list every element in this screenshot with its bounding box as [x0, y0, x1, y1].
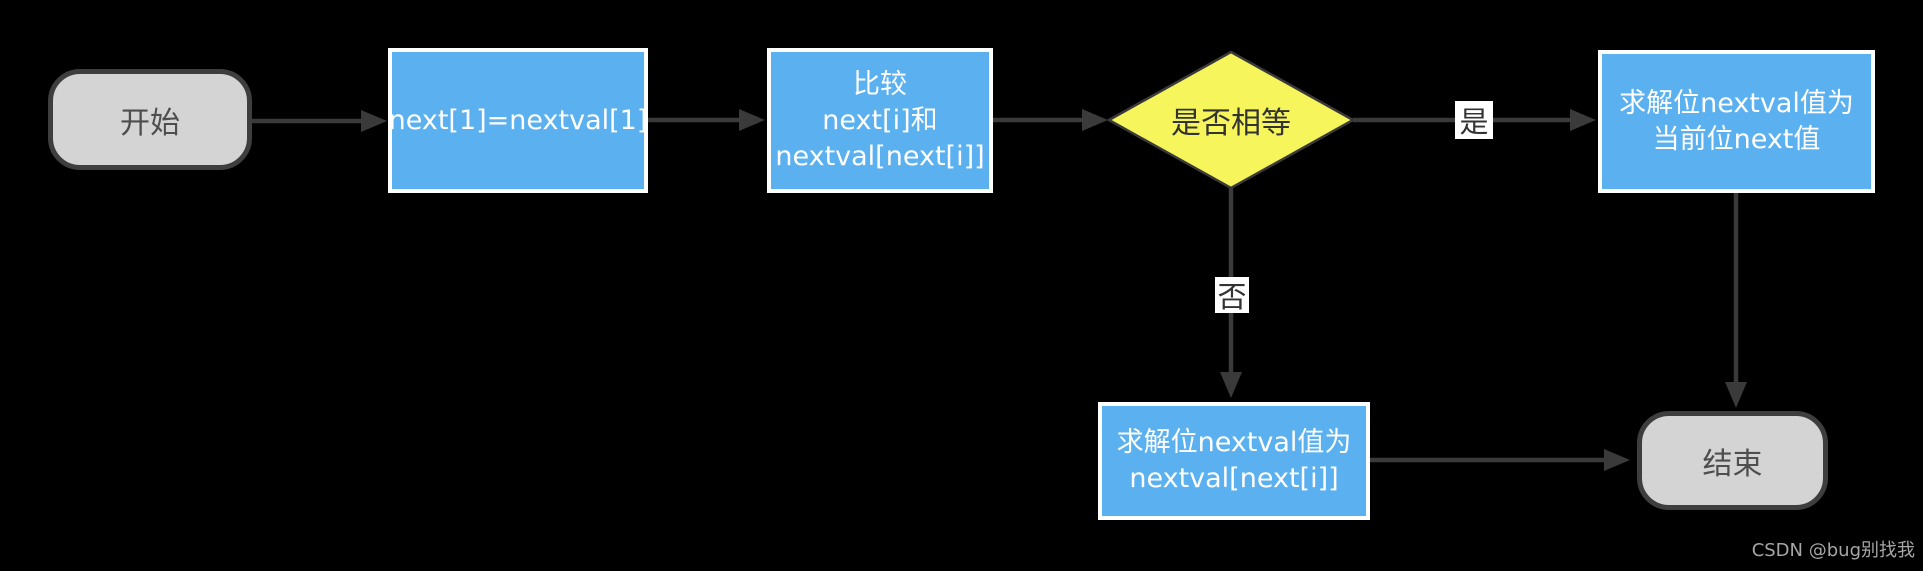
node-notequal-branch: 求解位nextval值为 nextval[next[i]] — [1098, 402, 1370, 520]
decision-label-text: 是否相等 — [1171, 106, 1291, 141]
node-end: 结束 — [1637, 411, 1828, 510]
node-start: 开始 — [48, 69, 252, 170]
arrowhead-decision-equal — [1570, 109, 1596, 131]
node-compare: 比较 next[i]和 nextval[next[i]] — [767, 48, 993, 193]
node-init-next: next[1]=nextval[1] — [388, 48, 648, 193]
edge-label-no: 否 — [1215, 277, 1249, 314]
node-compare-line1: 比较 — [853, 68, 907, 100]
arrowhead-decision-notequal — [1220, 372, 1242, 398]
arrowhead-equal-end — [1725, 382, 1747, 408]
arrowhead-init-compare — [739, 109, 765, 131]
arrowhead-compare-decision — [1082, 109, 1108, 131]
node-equal-line1: 求解位nextval值为 — [1619, 87, 1854, 119]
node-equal-branch: 求解位nextval值为 当前位next值 — [1598, 50, 1875, 193]
node-end-label: 结束 — [1702, 446, 1763, 482]
edge-label-yes: 是 — [1455, 101, 1493, 139]
node-init-label: next[1]=nextval[1] — [388, 104, 648, 136]
node-compare-line2: next[i]和 — [822, 104, 938, 136]
watermark: CSDN @bug别找我 — [1751, 540, 1915, 561]
decision-label: 是否相等 — [1121, 100, 1341, 141]
node-notequal-line2: nextval[next[i]] — [1129, 463, 1339, 494]
node-start-label: 开始 — [120, 105, 180, 141]
node-equal-line2: 当前位next值 — [1652, 123, 1821, 155]
arrowhead-start-init — [361, 110, 387, 132]
node-notequal-line1: 求解位nextval值为 — [1116, 427, 1352, 458]
arrowhead-notequal-end — [1604, 449, 1630, 471]
node-compare-line3: nextval[next[i]] — [775, 140, 985, 172]
